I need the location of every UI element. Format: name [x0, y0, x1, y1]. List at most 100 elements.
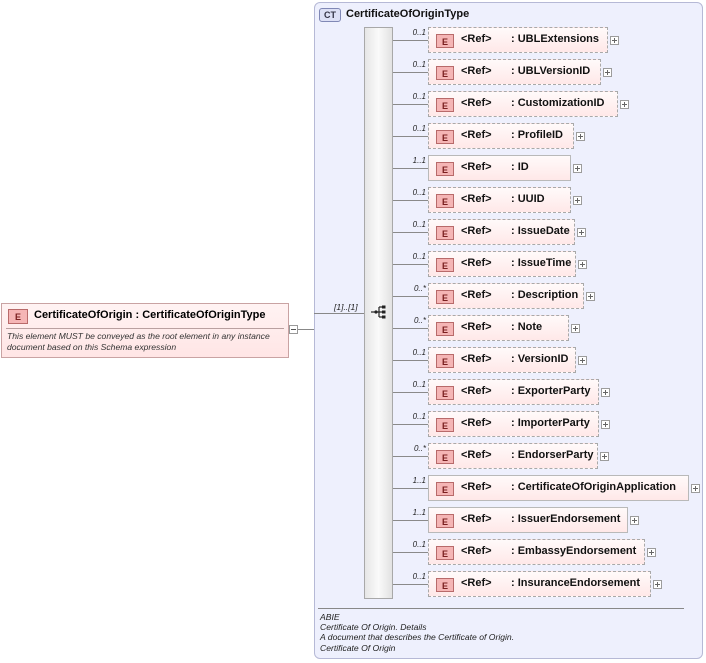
connector-line	[393, 232, 428, 233]
child-ref-label: <Ref>	[461, 129, 492, 141]
element-icon: E	[436, 546, 454, 560]
expand-toggle-icon[interactable]	[653, 580, 662, 589]
expand-toggle-icon[interactable]	[620, 100, 629, 109]
connector-line	[298, 329, 314, 330]
element-icon: E	[436, 162, 454, 176]
connector-line	[393, 424, 428, 425]
child-multiplicity: 0..1	[412, 92, 426, 101]
expand-toggle-icon[interactable]	[630, 516, 639, 525]
child-element-box[interactable]: E <Ref> : VersionID	[428, 347, 576, 373]
child-ref-label: <Ref>	[461, 385, 492, 397]
element-icon: E	[436, 98, 454, 112]
child-ref-label: <Ref>	[461, 289, 492, 301]
child-element-name: : ProfileID	[511, 129, 563, 141]
expand-toggle-icon[interactable]	[586, 292, 595, 301]
element-icon: E	[436, 258, 454, 272]
child-element-box[interactable]: E<Ref>: CustomizationID	[428, 91, 618, 117]
expand-toggle-icon[interactable]	[578, 356, 587, 365]
complex-type-icon: CT	[319, 8, 341, 22]
element-icon: E	[436, 322, 454, 336]
child-element-name: : InsuranceEndorsement	[511, 577, 640, 589]
expand-toggle-icon[interactable]	[600, 452, 609, 461]
child-element-box[interactable]: E<Ref>: UBLExtensions	[428, 27, 608, 53]
child-element-name: : Description	[511, 289, 579, 301]
child-element-box[interactable]: E<Ref>: EndorserParty	[428, 443, 598, 469]
connector-line	[393, 264, 428, 265]
child-ref-label: <Ref>	[461, 353, 492, 365]
connector-line	[314, 313, 364, 314]
child-element-box[interactable]: E<Ref>: CertificateOfOriginApplication	[428, 475, 689, 501]
connector-line	[393, 552, 428, 553]
child-element-name: : UUID	[511, 193, 545, 205]
doc-line: Certificate Of Origin	[320, 642, 396, 653]
expand-toggle-icon[interactable]	[576, 132, 585, 141]
element-icon: E	[436, 194, 454, 208]
element-icon: E	[436, 450, 454, 464]
child-multiplicity: 1..1	[412, 508, 426, 517]
child-ref-label: <Ref>	[461, 513, 492, 525]
expand-toggle-icon[interactable]	[601, 420, 610, 429]
child-multiplicity: 0..1	[412, 380, 426, 389]
connector-line	[393, 360, 428, 361]
child-multiplicity: 1..1	[412, 476, 426, 485]
expand-toggle-icon[interactable]	[577, 228, 586, 237]
collapse-toggle-icon[interactable]	[289, 325, 298, 334]
expand-toggle-icon[interactable]	[601, 388, 610, 397]
child-multiplicity: 0..*	[413, 316, 426, 325]
element-icon: E	[436, 482, 454, 496]
sequence-compositor[interactable]	[364, 27, 393, 599]
child-multiplicity: 1..1	[412, 156, 426, 165]
connector-line	[393, 40, 428, 41]
connector-line	[393, 392, 428, 393]
child-element-box[interactable]: E<Ref>: Note	[428, 315, 569, 341]
element-icon: E	[436, 578, 454, 592]
child-element-name: : IssueTime	[511, 257, 572, 269]
child-element-box[interactable]: E<Ref>: ID	[428, 155, 571, 181]
root-element-title: CertificateOfOrigin : CertificateOfOrigi…	[34, 309, 265, 321]
child-element-box[interactable]: E<Ref>: ExporterParty	[428, 379, 599, 405]
root-element-box[interactable]: E CertificateOfOrigin : CertificateOfOri…	[1, 303, 289, 358]
connector-line	[393, 328, 428, 329]
child-element-name: : EmbassyEndorsement	[511, 545, 637, 557]
doc-line: Certificate Of Origin. Details	[320, 622, 427, 633]
child-element-box[interactable]: E <Ref> : IssuerEndorsement	[428, 507, 628, 533]
child-element-box[interactable]: E<Ref>: UBLVersionID	[428, 59, 601, 85]
child-element-box[interactable]: E<Ref>: IssueDate	[428, 219, 575, 245]
doc-line: ABIE	[320, 612, 340, 622]
child-element-name: : CustomizationID	[511, 97, 605, 109]
child-element-box[interactable]: E<Ref>: IssueTime	[428, 251, 576, 277]
expand-toggle-icon[interactable]	[691, 484, 700, 493]
child-multiplicity: 0..1	[412, 252, 426, 261]
child-element-box[interactable]: E<Ref>: InsuranceEndorsement	[428, 571, 651, 597]
expand-toggle-icon[interactable]	[571, 324, 580, 333]
child-element-box[interactable]: E<Ref>: ImporterParty	[428, 411, 599, 437]
element-icon: E	[436, 354, 454, 368]
child-multiplicity: 0..1	[412, 540, 426, 549]
child-ref-label: <Ref>	[461, 33, 492, 45]
divider	[6, 328, 284, 329]
child-multiplicity: 0..1	[412, 572, 426, 581]
child-multiplicity: 0..1	[412, 188, 426, 197]
expand-toggle-icon[interactable]	[603, 68, 612, 77]
expand-toggle-icon[interactable]	[578, 260, 587, 269]
expand-toggle-icon[interactable]	[573, 196, 582, 205]
child-ref-label: <Ref>	[461, 65, 492, 77]
child-ref-label: <Ref>	[461, 225, 492, 237]
child-element-box[interactable]: E<Ref>: ProfileID	[428, 123, 574, 149]
expand-toggle-icon[interactable]	[610, 36, 619, 45]
expand-toggle-icon[interactable]	[573, 164, 582, 173]
element-icon: E	[436, 418, 454, 432]
child-element-name: : VersionID	[511, 353, 569, 365]
child-element-name: : EndorserParty	[511, 449, 594, 461]
element-icon: E	[436, 290, 454, 304]
child-element-box[interactable]: E<Ref>: EmbassyEndorsement	[428, 539, 645, 565]
element-icon: E	[436, 514, 454, 528]
connector-line	[393, 104, 428, 105]
child-element-name: : IssueDate	[511, 225, 570, 237]
child-element-box[interactable]: E<Ref>: UUID	[428, 187, 571, 213]
connector-line	[393, 72, 428, 73]
expand-toggle-icon[interactable]	[647, 548, 656, 557]
child-element-name: : UBLExtensions	[511, 33, 600, 45]
child-element-name: : IssuerEndorsement	[511, 513, 621, 525]
child-element-box[interactable]: E <Ref> : Description	[428, 283, 584, 309]
